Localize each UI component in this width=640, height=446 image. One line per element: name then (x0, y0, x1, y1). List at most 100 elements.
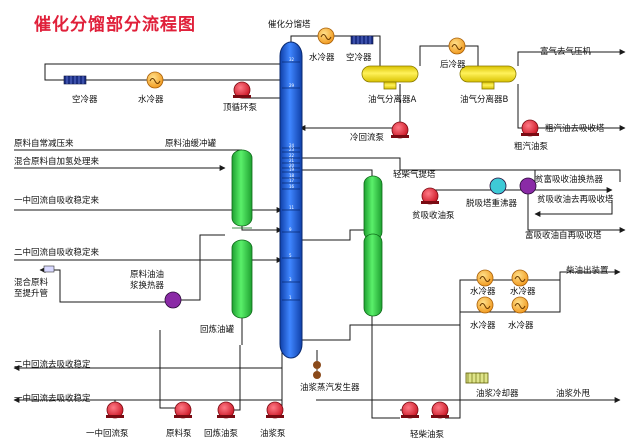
diesel-out-label: 柴油出装置 (566, 266, 609, 276)
mid1-reflux-pump (106, 401, 124, 419)
recycle-pump-label: 回炼油泵 (204, 429, 239, 439)
tray-number: 17 (289, 178, 295, 183)
slurry-export-label: 油浆外甩 (556, 389, 591, 399)
feed-buffer-label: 原料油缓冲罐 (165, 139, 217, 149)
tray-number: 9 (289, 227, 292, 232)
tray-number: 24 (289, 143, 295, 148)
rich-in-pipe (527, 190, 626, 233)
pipe (534, 200, 613, 217)
pipe (297, 169, 373, 178)
feed-buffer-drum (231, 149, 253, 227)
water-cooler-4 (511, 296, 529, 314)
cold-reflux-pipe (307, 84, 401, 129)
rich-gas-out-pipe (517, 49, 626, 66)
reboiler-label: 脱吸塔重沸器 (466, 199, 518, 209)
feed-atm-label: 原料自常减压来 (14, 139, 74, 149)
lean-pump-label: 贫吸收油泵 (412, 211, 455, 221)
stripper-reboiler (489, 177, 507, 195)
to-riser-label: 至提升管 (14, 289, 49, 299)
diagram-title: 催化分馏部分流程图 (34, 15, 196, 35)
water-cooler-2-label: 水冷器 (510, 287, 536, 297)
water-cooler-1 (476, 269, 494, 287)
main-tower-label: 催化分馏塔 (268, 20, 311, 30)
mid2-out-label: 二中回流去吸收稳定 (14, 360, 91, 370)
pipe (270, 350, 283, 409)
top-air-cooler-label: 空冷器 (346, 53, 372, 63)
pipe (290, 35, 381, 52)
pipe (297, 157, 621, 182)
feed-pump-label: 原料泵 (166, 429, 192, 439)
left-water-cooler (146, 71, 164, 89)
slurry-pump-label: 油浆泵 (260, 429, 286, 439)
tray-number: 22 (289, 153, 295, 158)
crude-gasoline-pump (521, 119, 539, 137)
tray-number: 32 (289, 57, 295, 62)
cold-reflux-pump (391, 121, 409, 139)
mid2-in-label: 二中回流自吸收稳定来 (14, 248, 100, 258)
tray-number: 21 (289, 158, 295, 163)
left-air-cooler-label: 空冷器 (72, 95, 98, 105)
top-circ-pump-label: 顶循环泵 (223, 103, 258, 113)
diesel-pump-1 (401, 401, 419, 419)
tray-number: 19 (289, 167, 295, 172)
pipe (178, 234, 225, 301)
left-air-cooler (63, 75, 87, 85)
top-circ-pipe (44, 63, 285, 81)
water-cooler-1-label: 水冷器 (470, 287, 496, 297)
piping (13, 35, 626, 419)
recycle-oil-drum (231, 239, 253, 319)
feed-slurry-exchanger (164, 291, 182, 309)
separator-a (361, 65, 419, 90)
feed-pump (174, 401, 192, 419)
tray-number: 20 (289, 163, 295, 168)
separator-b-label: 油气分离器B (460, 95, 509, 105)
slurry-hx-label: 原料油油浆换热器 (130, 270, 165, 291)
left-water-cooler-label: 水冷器 (138, 95, 164, 105)
tray-number: 29 (289, 83, 295, 88)
diesel-pump-2 (431, 401, 449, 419)
crude-gasoline-pump-label: 粗汽油泵 (514, 142, 549, 152)
stripper-upper (363, 175, 383, 241)
recycle-tank-label: 回炼油罐 (200, 325, 235, 335)
crude-gasoline-out-label: 粗汽油去吸收塔 (545, 124, 605, 134)
tray-number: 5 (289, 253, 292, 258)
mid1-pump-label: 一中回流泵 (86, 429, 129, 439)
top-circ-pump (233, 81, 251, 99)
tray-number: 23 (289, 147, 295, 152)
mid1-out-label: 一中回流去吸收稳定 (14, 394, 91, 404)
rich-gas-out-label: 富气去气压机 (540, 47, 592, 57)
feed-hydro-label: 混合原料自加氢处理来 (14, 157, 100, 167)
slurry-cooler (465, 372, 489, 384)
cold-reflux-pump-label: 冷回流泵 (350, 133, 385, 143)
diesel-out-pipe (445, 269, 621, 419)
recycle-oil-pump (217, 401, 235, 419)
pipe (159, 330, 183, 409)
top-water-cooler (317, 27, 335, 45)
water-cooler-4-label: 水冷器 (508, 321, 534, 331)
lean-rich-exchanger (519, 177, 537, 195)
steam-gen-label: 油浆蒸汽发生器 (300, 383, 360, 393)
top-water-cooler-label: 水冷器 (309, 53, 335, 63)
tray-number: 18 (289, 173, 295, 178)
tray-number: 11 (289, 205, 295, 210)
tray-number: 1 (289, 295, 292, 300)
pipe (298, 324, 460, 341)
slurry-cooler-label: 油浆冷却器 (476, 389, 519, 399)
separator-b (459, 65, 517, 90)
stripper-lower (363, 233, 383, 317)
mixed-feed-label: 混合原料 (14, 278, 49, 288)
diesel-pump-label: 轻柴油泵 (410, 430, 445, 440)
pipe (371, 316, 400, 419)
tray-number: 16 (289, 184, 295, 189)
separator-a-label: 油气分离器A (368, 95, 417, 105)
lean-rich-hx-label: 贫富吸收油换热器 (535, 175, 604, 185)
slurry-pump (266, 401, 284, 419)
rear-cooler (448, 37, 466, 55)
pipe (297, 229, 372, 241)
water-cooler-2 (511, 269, 529, 287)
top-air-cooler (350, 35, 374, 45)
